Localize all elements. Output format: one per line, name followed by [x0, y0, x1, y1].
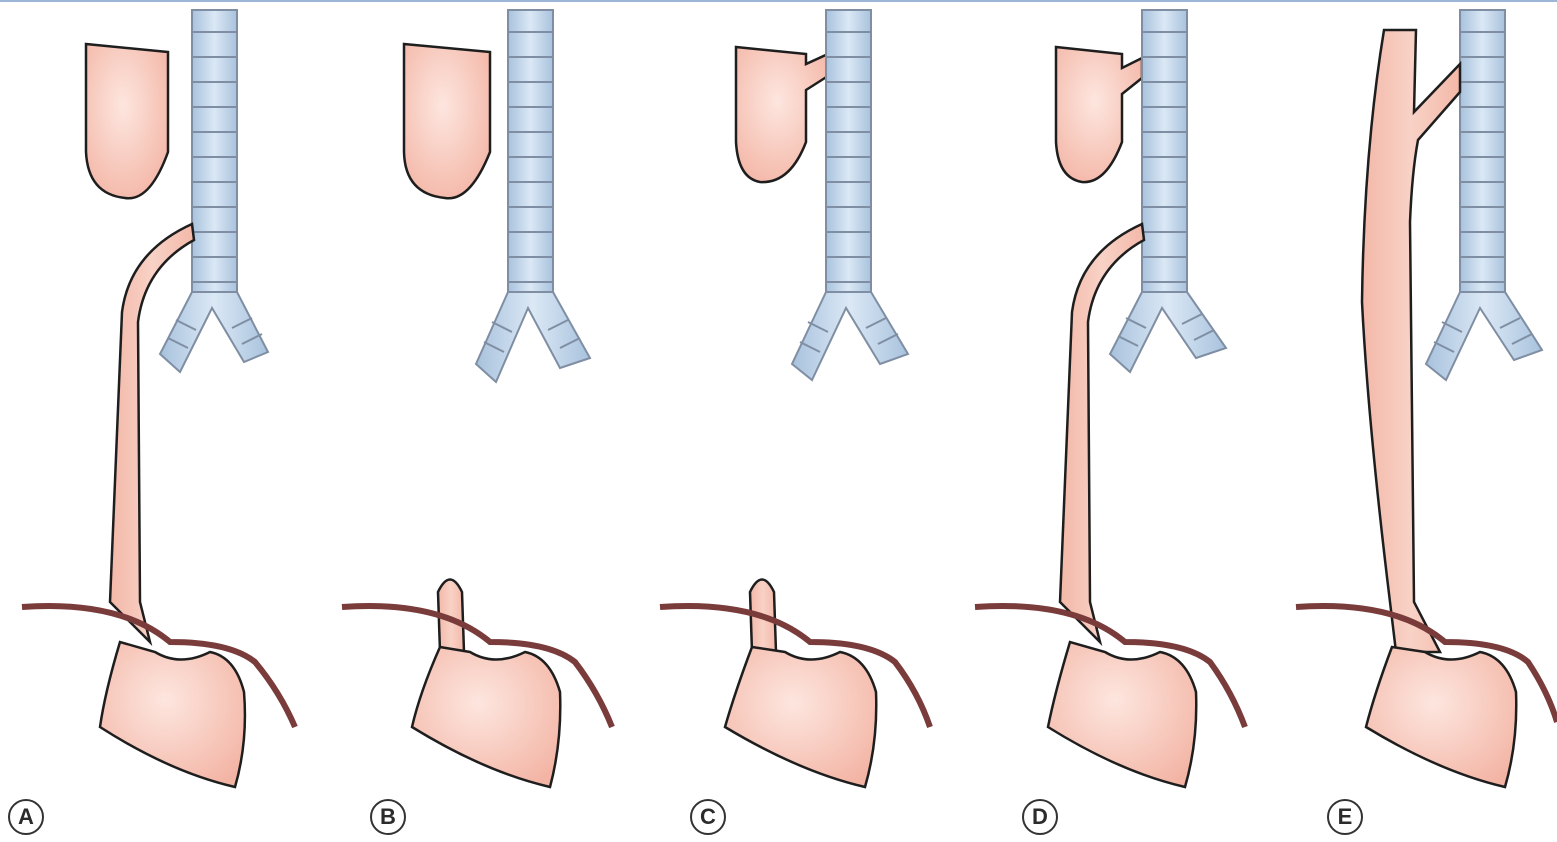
panel-b [342, 10, 612, 787]
panel-d [975, 10, 1245, 787]
upper-pouch [736, 47, 828, 182]
panel-label-e: E [1327, 799, 1363, 835]
trachea [160, 10, 268, 372]
stomach [725, 647, 876, 787]
panel-e [1296, 10, 1557, 787]
distal-esophagus [110, 224, 194, 642]
stomach [1366, 647, 1516, 787]
stomach [1048, 642, 1196, 787]
trachea [1426, 10, 1542, 380]
panel-label-a: A [8, 799, 44, 835]
panel-label-b: B [370, 799, 406, 835]
upper-pouch [1056, 47, 1142, 182]
panel-label-d: D [1022, 799, 1058, 835]
distal-esophagus [1060, 224, 1144, 642]
stomach [100, 642, 245, 787]
upper-pouch [86, 44, 168, 198]
panel-a [22, 10, 295, 787]
trachea [476, 10, 590, 382]
panel-label-c: C [690, 799, 726, 835]
upper-pouch [404, 44, 490, 198]
panel-c [660, 10, 930, 787]
stomach [412, 647, 560, 787]
